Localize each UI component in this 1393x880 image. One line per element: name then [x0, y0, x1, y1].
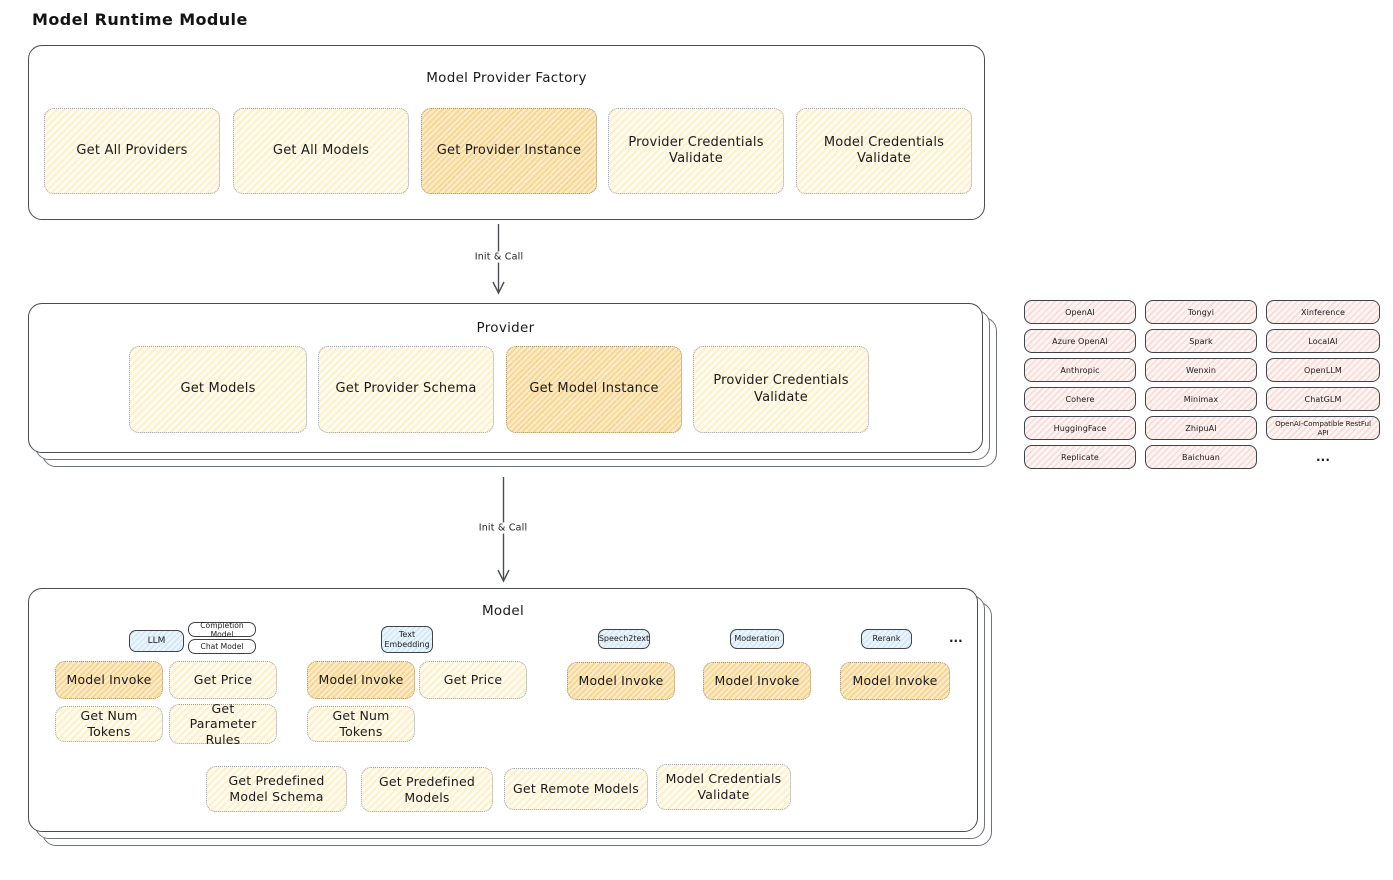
model-box: Model LLM Completion Model Chat Model Te… [28, 588, 978, 832]
model-fn-moderation-invoke: Model Invoke [703, 662, 811, 700]
factory-fn-model-credentials-validate: Model Credentials Validate [796, 108, 972, 194]
tag-completion-model: Completion Model [188, 621, 256, 639]
factory-fn-provider-credentials-validate: Provider Credentials Validate [608, 108, 784, 194]
model-fn-llm-get-parameter-rules: Get Parameter Rules [169, 701, 277, 747]
model-tags-more: ... [949, 631, 963, 645]
page-title: Model Runtime Module [32, 10, 248, 29]
provider-chips-more: ... [1316, 450, 1330, 464]
provider-chip: Spark [1145, 329, 1257, 353]
model-fn-rerank-invoke: Model Invoke [840, 662, 950, 700]
factory-fn-get-all-providers: Get All Providers [44, 108, 220, 194]
provider-chip: ZhipuAI [1145, 416, 1257, 440]
provider-fn-get-provider-schema: Get Provider Schema [318, 346, 494, 433]
model-fn-get-predefined-models: Get Predefined Models [361, 767, 493, 812]
model-fn-embedding-get-num-tokens: Get Num Tokens [307, 706, 415, 742]
tag-rerank: Rerank [861, 629, 912, 649]
arrow-label-init-call-1: Init & Call [470, 251, 528, 263]
provider-chip: OpenAI-Compatible RestFul API [1266, 416, 1380, 440]
model-fn-get-remote-models: Get Remote Models [504, 768, 648, 810]
provider-chip: OpenAI [1024, 300, 1136, 324]
factory-fn-get-all-models: Get All Models [233, 108, 409, 194]
tag-moderation: Moderation [730, 629, 784, 649]
model-fn-speech2text-invoke: Model Invoke [567, 662, 675, 700]
provider-chip: Cohere [1024, 387, 1136, 411]
tag-text-embedding: Text Embedding [381, 626, 433, 653]
provider-title: Provider [476, 320, 535, 336]
model-fn-llm-get-num-tokens: Get Num Tokens [55, 706, 163, 742]
tag-llm: LLM [129, 630, 184, 652]
provider-chip: Tongyi [1145, 300, 1257, 324]
tag-speech2text: Speech2text [598, 629, 650, 649]
provider-chip: Xinference [1266, 300, 1380, 324]
provider-chip: Wenxin [1145, 358, 1257, 382]
provider-chip: Baichuan [1145, 445, 1257, 469]
provider-chip: Replicate [1024, 445, 1136, 469]
factory-fn-get-provider-instance: Get Provider Instance [421, 108, 597, 194]
model-fn-llm-get-price: Get Price [169, 661, 277, 699]
factory-title: Model Provider Factory [426, 70, 587, 86]
provider-fn-get-models: Get Models [129, 346, 307, 433]
tag-chat-model: Chat Model [188, 639, 256, 654]
provider-chip: LocalAI [1266, 329, 1380, 353]
provider-chip: ChatGLM [1266, 387, 1380, 411]
provider-chip: HuggingFace [1024, 416, 1136, 440]
arrow-label-init-call-2: Init & Call [474, 522, 532, 534]
provider-chip: Azure OpenAI [1024, 329, 1136, 353]
model-title: Model [481, 603, 525, 619]
provider-fn-provider-credentials-validate: Provider Credentials Validate [693, 346, 869, 433]
model-fn-llm-invoke: Model Invoke [55, 661, 163, 699]
provider-box: Provider Get Models Get Provider Schema … [28, 303, 983, 453]
provider-chips-grid: OpenAI Tongyi Xinference Azure OpenAI Sp… [1024, 300, 1380, 469]
model-fn-embedding-get-price: Get Price [419, 661, 527, 699]
provider-chip: Minimax [1145, 387, 1257, 411]
provider-fn-get-model-instance: Get Model Instance [506, 346, 682, 433]
model-fn-embedding-invoke: Model Invoke [307, 661, 415, 699]
provider-chip: OpenLLM [1266, 358, 1380, 382]
model-provider-factory-box: Model Provider Factory Get All Providers… [28, 45, 985, 220]
provider-chip: Anthropic [1024, 358, 1136, 382]
model-fn-get-predefined-model-schema: Get Predefined Model Schema [206, 766, 347, 812]
model-fn-model-credentials-validate: Model Credentials Validate [656, 764, 791, 810]
